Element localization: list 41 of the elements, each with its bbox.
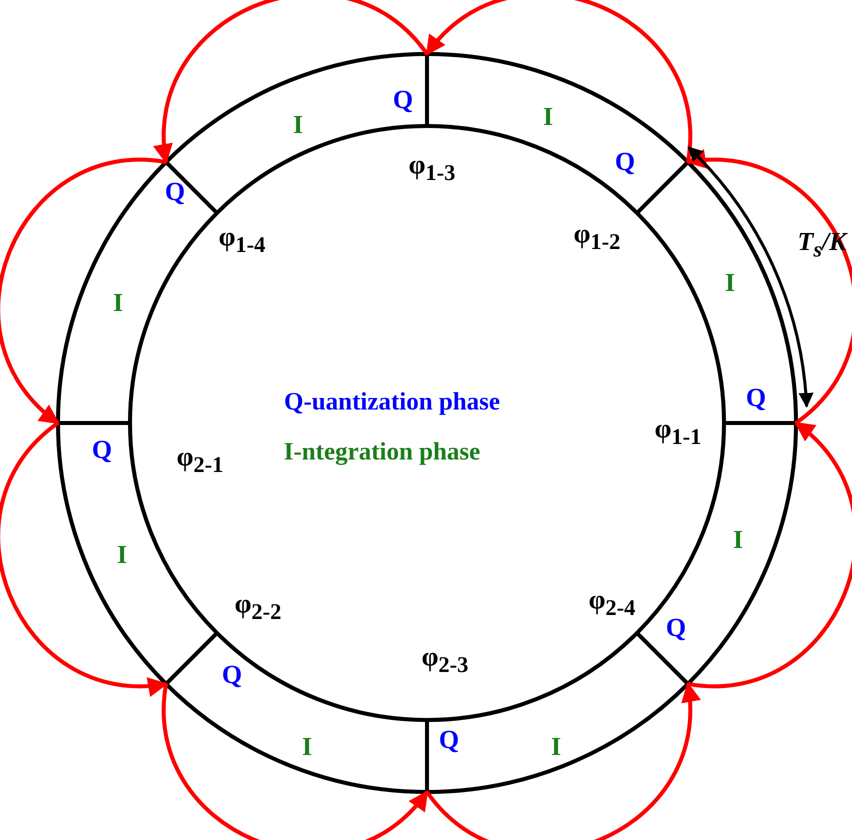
segment-mark: Q bbox=[666, 615, 686, 641]
arrow bbox=[426, 682, 699, 840]
segment-mark: I bbox=[292, 112, 304, 138]
phase-label: φ$_{2-3}$ bbox=[422, 644, 468, 676]
arrow bbox=[688, 422, 852, 688]
segment-mark: I bbox=[550, 734, 562, 760]
segment-mark: Q bbox=[164, 179, 186, 205]
segment-mark: I bbox=[542, 104, 554, 130]
tick-mark bbox=[58, 421, 130, 425]
segment-mark: Q bbox=[614, 149, 636, 175]
phase-label: φ$_{1-4}$ bbox=[218, 224, 266, 256]
legend-text: Q-uantization phase bbox=[284, 390, 500, 414]
tick-mark bbox=[164, 160, 218, 214]
arrow bbox=[155, 0, 428, 164]
phase-label: φ$_{1-2}$ bbox=[574, 220, 620, 254]
arrow bbox=[0, 158, 166, 424]
segment-mark: I bbox=[116, 542, 128, 568]
phase-label: φ$_{2-4}$ bbox=[588, 586, 636, 620]
arrow bbox=[686, 151, 852, 424]
tick-mark bbox=[164, 632, 218, 686]
legend-text: I-ntegration phase bbox=[284, 440, 480, 464]
arrow bbox=[162, 684, 428, 840]
segment-mark: I bbox=[732, 527, 744, 553]
segment-mark: I bbox=[724, 270, 736, 296]
segment-mark: Q bbox=[438, 727, 460, 753]
segment-mark: Q bbox=[392, 87, 414, 113]
phase-label: φ$_{2-1}$ bbox=[176, 444, 224, 476]
segment-mark: I bbox=[302, 734, 312, 760]
tick-mark bbox=[425, 54, 429, 126]
segment-mark: Q bbox=[222, 662, 242, 688]
segment-mark: I bbox=[112, 290, 124, 316]
phase-label: φ$_{1-1}$ bbox=[654, 416, 702, 448]
phase-label: φ$_{2-2}$ bbox=[234, 590, 282, 624]
phase-label: φ$_{1-3}$ bbox=[408, 152, 456, 184]
arrow bbox=[426, 0, 692, 162]
tick-mark bbox=[425, 720, 429, 792]
tick-mark bbox=[724, 421, 796, 425]
segment-mark: Q bbox=[746, 385, 766, 411]
arrow bbox=[0, 422, 168, 695]
segment-mark: Q bbox=[92, 437, 112, 463]
tick-mark bbox=[636, 160, 690, 214]
